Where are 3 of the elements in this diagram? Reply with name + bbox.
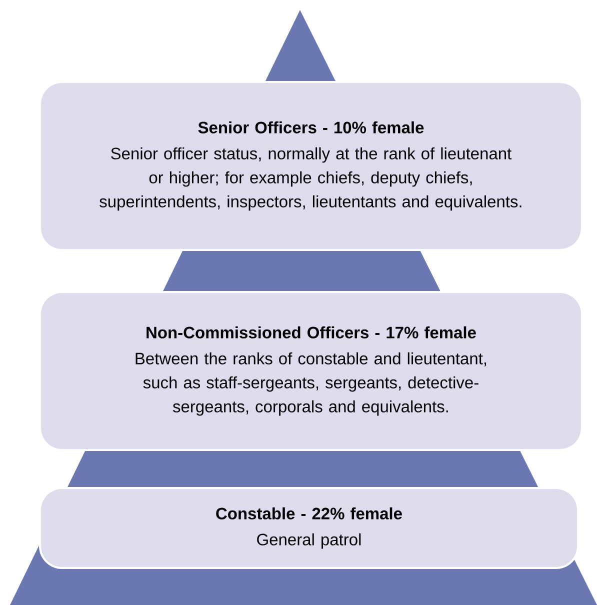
tier-box: Constable - 22% female General patrol <box>39 487 579 569</box>
tier-box: Senior Officers - 10% female Senior officer status, normally at the rank of lieutenant or higher; for example chiefs, deputy chiefs, superintendents, inspectors, lieutentants and equivalents. <box>39 81 583 251</box>
tier-box: Non-Commissioned Officers - 17% female Between the ranks of constable and lieutentant, such as staff-sergeants, sergeants, detective-sergeants, corporals and equivalents. <box>39 291 583 451</box>
